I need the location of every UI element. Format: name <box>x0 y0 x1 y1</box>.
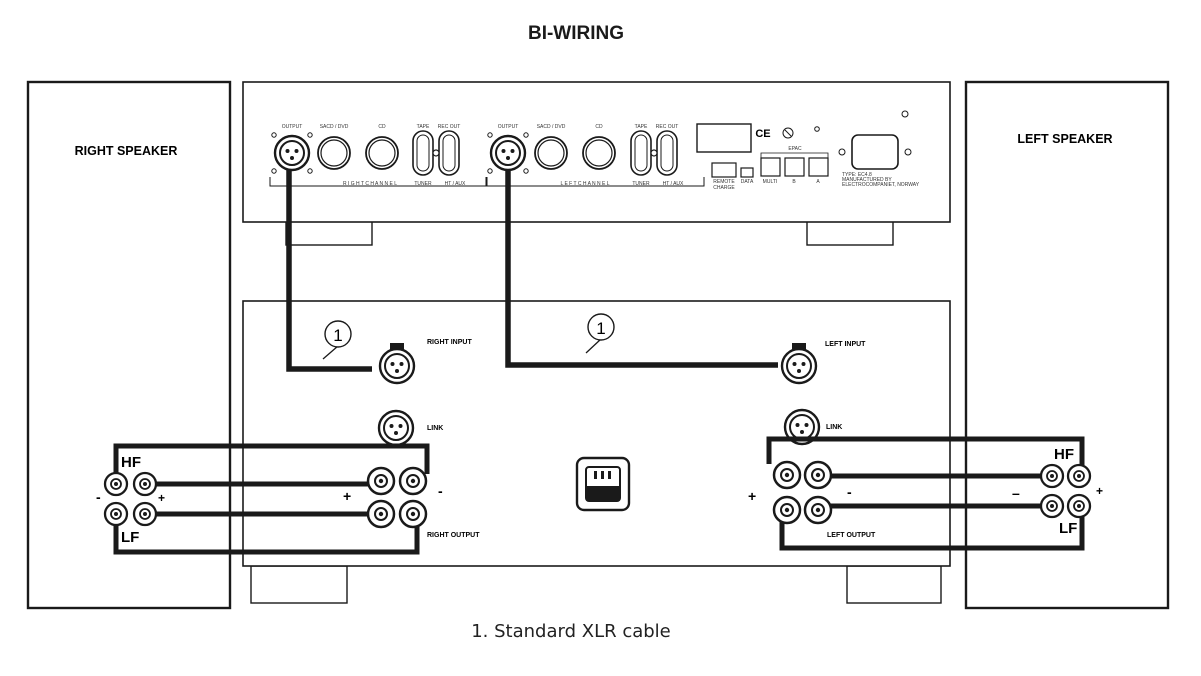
right-cable-marker: 1 <box>322 320 352 360</box>
left-lf-label: LF <box>1059 520 1077 537</box>
epac-multi-label: MULTI <box>763 179 778 185</box>
left-output-minus: - <box>847 484 852 500</box>
right-speaker-box <box>26 80 232 610</box>
left-hf-label: HF <box>1054 446 1074 463</box>
indicator-led <box>814 126 820 132</box>
ce-mark: CE <box>755 128 770 140</box>
source-right-output-label: OUTPUT <box>282 124 303 130</box>
source-right-channel-label: R I G H T C H A N N E L <box>343 181 397 187</box>
amplifier-power-inlet <box>575 456 631 512</box>
source-left-output-jack <box>487 132 529 174</box>
type-line-1: TYPE: EC4.8 <box>842 172 872 178</box>
right-input-label: RIGHT INPUT <box>427 339 472 346</box>
svg-text:1: 1 <box>596 319 605 338</box>
right-speaker-minus: - <box>96 489 101 505</box>
source-left-tuner-label: TUNER <box>632 181 650 187</box>
source-left-htaux-label: HT / AUX <box>663 181 684 187</box>
data-port <box>740 167 754 178</box>
right-hf-minus-wire <box>113 443 430 484</box>
left-hf-minus-wire <box>766 436 1085 476</box>
left-output-plus: + <box>748 488 756 504</box>
left-speaker-label: LEFT SPEAKER <box>1017 132 1112 146</box>
source-right-tape-label: TAPE <box>417 124 430 130</box>
source-left-cd-jack <box>582 136 616 170</box>
ground-screw <box>901 110 909 118</box>
left-speaker-minus: – <box>1012 485 1020 501</box>
source-right-tuner-label: TUNER <box>414 181 432 187</box>
right-lf-minus-wire <box>113 514 420 555</box>
epac-multi-port <box>760 157 781 177</box>
type-line-3: ELECTROCOMPANIET, NORWAY <box>842 182 920 188</box>
source-right-recout-label: REC OUT <box>438 124 461 130</box>
source-left-cd-label: CD <box>595 124 603 130</box>
source-display-window <box>696 123 752 153</box>
amplifier-panel <box>242 300 951 567</box>
diagram-title: BI-WIRING <box>528 23 624 44</box>
source-right-cd-label: CD <box>378 124 386 130</box>
right-lf-label: LF <box>121 529 139 546</box>
source-left-channel-label: L E F T C H A N N E L <box>560 181 609 187</box>
data-label: DATA <box>741 179 754 185</box>
source-right-sacd-jack <box>317 136 351 170</box>
recycle-icon <box>782 127 794 139</box>
source-power-inlet <box>838 134 912 170</box>
right-link-label: LINK <box>427 425 443 432</box>
right-output-plus: + <box>343 488 351 504</box>
left-output-label: LEFT OUTPUT <box>827 532 876 539</box>
source-left-tape-label: TAPE <box>635 124 648 130</box>
source-left-sacd-jack <box>534 136 568 170</box>
source-left-recout-label: REC OUT <box>656 124 679 130</box>
source-left-output-label: OUTPUT <box>498 124 519 130</box>
amplifier-unit <box>242 300 951 604</box>
epac-a-label: A <box>816 179 820 185</box>
remote-label-1: REMOTE <box>713 179 735 185</box>
left-speaker-plus: + <box>1096 484 1103 498</box>
left-cable-marker: 1 <box>585 313 615 354</box>
remote-label-2: CHARGE <box>713 185 735 191</box>
epac-b-label: B <box>792 179 796 185</box>
left-lf-minus-wire <box>779 506 1085 551</box>
type-line-2: MANUFACTURED BY <box>842 177 892 183</box>
right-output-label: RIGHT OUTPUT <box>427 532 480 539</box>
epac-b-port <box>784 157 805 177</box>
epac-label: EPAC <box>788 146 802 152</box>
right-link-jack <box>377 409 415 447</box>
left-speaker-box <box>964 80 1170 610</box>
right-speaker-label: RIGHT SPEAKER <box>75 144 178 158</box>
source-right-output-jack <box>271 132 313 174</box>
remote-charge-port <box>711 162 737 178</box>
caption: 1. Standard XLR cable <box>471 621 671 642</box>
source-left-sacd-label: SACD / DVD <box>537 124 566 130</box>
source-right-htaux-label: HT / AUX <box>445 181 466 187</box>
epac-a-port <box>808 157 829 177</box>
left-link-label: LINK <box>826 424 842 431</box>
source-feet <box>285 220 373 246</box>
source-right-sacd-label: SACD / DVD <box>320 124 349 130</box>
svg-text:1: 1 <box>333 326 342 345</box>
right-output-minus: - <box>438 483 443 499</box>
left-input-label: LEFT INPUT <box>825 341 866 348</box>
amplifier-feet <box>250 565 348 604</box>
source-right-cd-jack <box>365 136 399 170</box>
left-xlr-cable <box>505 170 778 368</box>
source-unit: OUTPUT SACD / DVD CD TAPE REC OUT R I G … <box>242 81 951 246</box>
right-speaker-plus: + <box>158 491 165 505</box>
right-xlr-cable <box>286 170 372 372</box>
right-hf-label: HF <box>121 454 141 471</box>
